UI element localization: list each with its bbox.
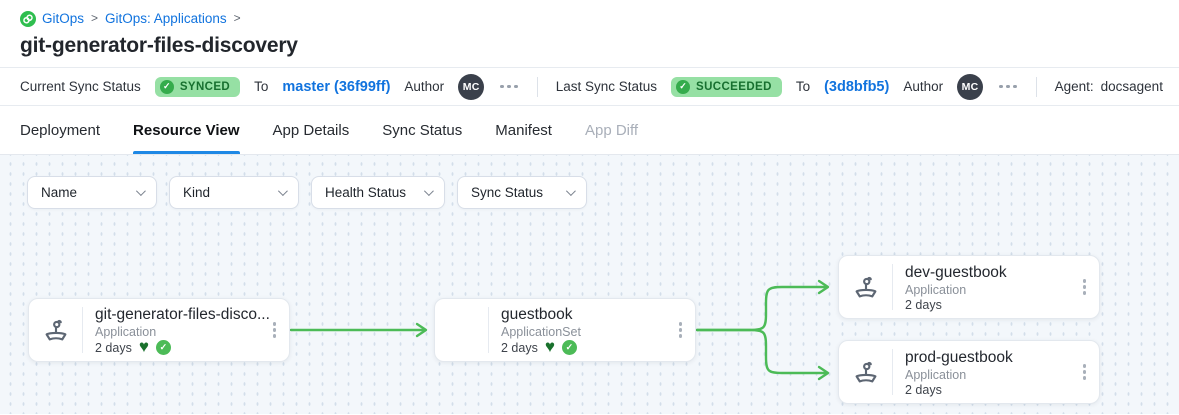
argo-application-icon bbox=[29, 299, 82, 361]
node-title: dev-guestbook bbox=[905, 264, 1079, 282]
chevron-down-icon bbox=[136, 186, 146, 196]
chevron-down-icon bbox=[424, 186, 434, 196]
node-kind: Application bbox=[905, 368, 1079, 382]
tab-deployment[interactable]: Deployment bbox=[20, 106, 100, 154]
node-title: git-generator-files-disco... bbox=[95, 306, 269, 324]
last-sync-status-group: Last Sync Status ✓ SUCCEEDED To (3d8bfb5… bbox=[556, 74, 1019, 100]
more-options-icon[interactable] bbox=[498, 81, 520, 93]
kind-filter-label: Kind bbox=[183, 185, 210, 200]
current-sync-status-group: Current Sync Status ✓ SYNCED To master (… bbox=[20, 74, 520, 100]
node-age-row: 2 days ♥ ✓ bbox=[95, 340, 269, 355]
node-body: dev-guestbook Application 2 days bbox=[893, 256, 1079, 318]
author-label: Author bbox=[404, 79, 444, 94]
breadcrumb: GitOps > GitOps: Applications > bbox=[20, 10, 1159, 27]
agent-value: docsagent bbox=[1101, 79, 1163, 94]
breadcrumb-link-gitops[interactable]: GitOps bbox=[42, 10, 84, 27]
node-title: prod-guestbook bbox=[905, 349, 1079, 367]
node-body: guestbook ApplicationSet 2 days ♥ ✓ bbox=[489, 299, 675, 361]
page-title: git-generator-files-discovery bbox=[20, 34, 1159, 58]
last-sync-status-label: Last Sync Status bbox=[556, 79, 657, 94]
breadcrumb-separator: > bbox=[90, 10, 99, 27]
status-bar: Current Sync Status ✓ SYNCED To master (… bbox=[0, 67, 1179, 106]
tab-sync-status[interactable]: Sync Status bbox=[382, 106, 462, 154]
kebab-menu-icon[interactable] bbox=[1079, 256, 1099, 318]
filter-bar: Name Kind Health Status Sync Status bbox=[27, 176, 587, 209]
tab-resource-view[interactable]: Resource View bbox=[133, 106, 239, 154]
kebab-menu-icon[interactable] bbox=[1079, 341, 1099, 403]
node-title: guestbook bbox=[501, 306, 675, 324]
status-bar-divider bbox=[537, 77, 538, 97]
empty-icon-slot bbox=[435, 299, 488, 361]
argo-application-icon bbox=[839, 256, 892, 318]
succeeded-status-badge: ✓ SUCCEEDED bbox=[671, 77, 782, 97]
graph-node-guestbook[interactable]: guestbook ApplicationSet 2 days ♥ ✓ bbox=[434, 298, 696, 362]
sync-check-icon: ✓ bbox=[562, 340, 577, 355]
current-sync-status-label: Current Sync Status bbox=[20, 79, 141, 94]
author-avatar: MC bbox=[458, 74, 484, 100]
author-avatar: MC bbox=[957, 74, 983, 100]
kind-filter-dropdown[interactable]: Kind bbox=[169, 176, 299, 209]
argo-application-icon bbox=[839, 341, 892, 403]
node-age: 2 days bbox=[501, 341, 538, 355]
node-age: 2 days bbox=[905, 298, 942, 312]
more-options-icon[interactable] bbox=[997, 81, 1019, 93]
agent-label: Agent: bbox=[1055, 79, 1094, 94]
graph-node-dev-guestbook[interactable]: dev-guestbook Application 2 days bbox=[838, 255, 1100, 319]
health-heart-icon: ♥ bbox=[139, 341, 149, 353]
breadcrumb-link-applications[interactable]: GitOps: Applications bbox=[105, 10, 227, 27]
tab-app-details[interactable]: App Details bbox=[273, 106, 350, 154]
health-heart-icon: ♥ bbox=[545, 341, 555, 353]
health-status-filter-dropdown[interactable]: Health Status bbox=[311, 176, 445, 209]
chevron-down-icon bbox=[566, 186, 576, 196]
check-circle-icon: ✓ bbox=[676, 80, 690, 94]
synced-status-badge: ✓ SYNCED bbox=[155, 77, 240, 97]
kebab-menu-icon[interactable] bbox=[675, 299, 695, 361]
graph-node-git-generator[interactable]: git-generator-files-disco... Application… bbox=[28, 298, 290, 362]
page-header: GitOps > GitOps: Applications > git-gene… bbox=[0, 0, 1179, 67]
graph-node-prod-guestbook[interactable]: prod-guestbook Application 2 days bbox=[838, 340, 1100, 404]
kebab-menu-icon[interactable] bbox=[269, 299, 289, 361]
node-kind: Application bbox=[905, 283, 1079, 297]
health-status-filter-label: Health Status bbox=[325, 185, 406, 200]
to-label: To bbox=[796, 79, 810, 94]
author-label: Author bbox=[903, 79, 943, 94]
breadcrumb-separator: > bbox=[233, 10, 242, 27]
check-circle-icon: ✓ bbox=[160, 80, 174, 94]
tab-manifest[interactable]: Manifest bbox=[495, 106, 552, 154]
node-body: prod-guestbook Application 2 days bbox=[893, 341, 1079, 403]
tab-bar: Deployment Resource View App Details Syn… bbox=[0, 106, 1179, 155]
to-label: To bbox=[254, 79, 268, 94]
node-age: 2 days bbox=[95, 341, 132, 355]
node-age-row: 2 days ♥ ✓ bbox=[501, 340, 675, 355]
sync-status-filter-label: Sync Status bbox=[471, 185, 543, 200]
chevron-down-icon bbox=[278, 186, 288, 196]
node-kind: ApplicationSet bbox=[501, 325, 675, 339]
sync-status-filter-dropdown[interactable]: Sync Status bbox=[457, 176, 587, 209]
node-age-row: 2 days bbox=[905, 298, 1079, 312]
agent-group: Agent: docsagent bbox=[1055, 79, 1163, 94]
name-filter-dropdown[interactable]: Name bbox=[27, 176, 157, 209]
name-filter-label: Name bbox=[41, 185, 77, 200]
gitops-logo-icon bbox=[20, 11, 36, 27]
last-revision-link[interactable]: (3d8bfb5) bbox=[824, 79, 889, 95]
node-body: git-generator-files-disco... Application… bbox=[83, 299, 269, 361]
synced-badge-label: SYNCED bbox=[180, 81, 230, 93]
tab-app-diff[interactable]: App Diff bbox=[585, 106, 638, 154]
node-kind: Application bbox=[95, 325, 269, 339]
node-age: 2 days bbox=[905, 383, 942, 397]
sync-check-icon: ✓ bbox=[156, 340, 171, 355]
status-bar-divider bbox=[1036, 77, 1037, 97]
resource-graph: Name Kind Health Status Sync Status bbox=[0, 155, 1179, 414]
node-age-row: 2 days bbox=[905, 383, 1079, 397]
succeeded-badge-label: SUCCEEDED bbox=[696, 81, 772, 93]
current-revision-link[interactable]: master (36f99ff) bbox=[282, 79, 390, 95]
